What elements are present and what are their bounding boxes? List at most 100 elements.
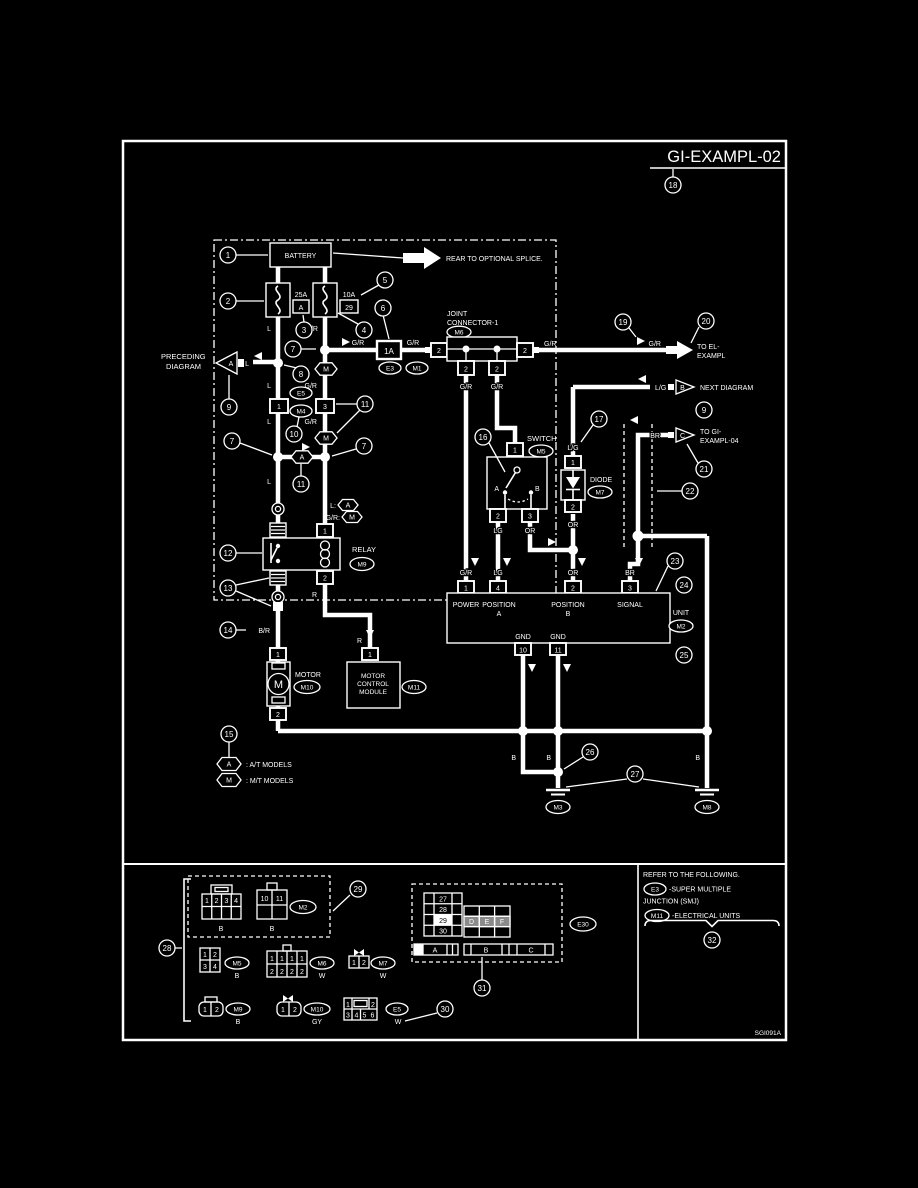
connector-oval-m10 (293, 679, 321, 695)
connector-ref: E5 (393, 1007, 401, 1014)
callout-number: 11 (361, 400, 370, 409)
big-right-arrow (403, 247, 441, 269)
wire-color: LG (493, 570, 502, 577)
splice (632, 530, 644, 542)
connector-ref: M10 (311, 1007, 324, 1014)
switch-contact-b (528, 490, 534, 495)
wire-color: L (267, 419, 271, 426)
connector-oval-e5 (385, 1002, 409, 1016)
motor-label: MOTOR (295, 672, 321, 679)
hexagon-letter: A (346, 503, 351, 510)
callout-circle (581, 743, 599, 761)
connector-oval-m7 (370, 956, 396, 970)
hatch-lines (271, 573, 285, 583)
callout-number: 24 (680, 581, 689, 590)
smj-strip-dividers (422, 944, 454, 955)
switch-pin2-box (489, 508, 507, 523)
pin-number: 1 (571, 460, 575, 467)
connector-grid (202, 894, 241, 919)
smj-strip-highlight (414, 944, 423, 955)
triangle-stub (668, 432, 674, 438)
callout-number: 2 (226, 297, 231, 306)
triangle-connector-a (214, 350, 238, 376)
cavity-number: 2 (215, 1007, 219, 1014)
switch-label: SWITCH (527, 434, 557, 443)
wire-color: G/R (460, 384, 472, 391)
wire-gnd10 (520, 655, 558, 775)
unit-pin-label: POSITION (551, 602, 584, 609)
diode-pin1-box (564, 455, 582, 469)
splice (702, 726, 712, 736)
callout-circle (220, 725, 238, 743)
callout-number: 30 (441, 1005, 450, 1014)
callout-circle (474, 428, 492, 446)
motor-m: M (274, 679, 283, 691)
callout-circle (374, 299, 392, 317)
connector-oval-e5 (289, 386, 313, 400)
wire-color: G/R (407, 340, 419, 347)
callout-circle (695, 401, 713, 419)
callout-circle (284, 340, 302, 358)
connector-slot (353, 999, 368, 1008)
inline-connector-symbol (271, 502, 285, 516)
connector-grid (344, 998, 377, 1020)
wire-color: L/G (655, 385, 666, 392)
callout-circle (626, 765, 644, 783)
callout-circle (666, 552, 684, 570)
triangle-letter: B (680, 385, 685, 392)
fuse-id: A (299, 305, 304, 312)
callout-circle (285, 425, 303, 443)
smj-zone: C (528, 948, 533, 955)
joint-pin-box (457, 360, 475, 376)
relay-contact (275, 558, 281, 564)
callout-circle (614, 313, 632, 331)
splice (568, 545, 578, 555)
unit-pin-label: SIGNAL (617, 602, 643, 609)
connector-tab-slot (214, 886, 229, 893)
callout-circle (292, 475, 310, 493)
cavity-number: 1 (270, 956, 274, 963)
splices (273, 345, 712, 777)
wire-color: OR (568, 522, 579, 529)
arrow-down (471, 558, 479, 566)
pin-number: 2 (323, 576, 327, 583)
connector-color: GY (312, 1019, 322, 1026)
callout-number: 16 (479, 433, 488, 442)
relay-blade (270, 547, 278, 561)
connector-tab (266, 882, 278, 891)
callout-number: 12 (224, 549, 233, 558)
fusible-link-symbol (275, 285, 281, 315)
flow-arrows (254, 337, 646, 672)
callout-number: 9 (702, 406, 707, 415)
callout-circle (219, 579, 237, 597)
joint-stub (533, 347, 539, 353)
connector-color: B (219, 926, 224, 933)
unit-pin-label: A (497, 611, 502, 618)
switch-box (486, 456, 548, 510)
switch-blade (505, 472, 517, 489)
callout-number: 5 (383, 276, 388, 285)
connector-clip (283, 995, 293, 1002)
joint-label: JOINT (447, 311, 468, 318)
connector-ref: M4 (296, 409, 305, 416)
legend-hexagon-a (216, 756, 242, 772)
smj-zone: D (469, 919, 474, 926)
triangle-letter: C (680, 433, 685, 440)
callout-circle (295, 321, 313, 339)
hexagon-letter: M (349, 515, 355, 522)
refer-brace (644, 919, 780, 928)
unit-pin-label: POWER (453, 602, 479, 609)
splice (320, 345, 330, 355)
joint-stub (425, 347, 431, 353)
to-gi-label: EXAMPL-04 (700, 438, 739, 445)
relay-coil (319, 557, 331, 568)
callout-circle (590, 410, 608, 428)
smj-strip-dividers (470, 944, 546, 955)
cavity-number: 4 (355, 1013, 359, 1020)
pin-number: 2 (523, 348, 527, 355)
smj-dashed-box (411, 883, 563, 963)
callout-circle (355, 321, 373, 339)
connector-oval-m10 (303, 1002, 331, 1016)
connector-pin-box (269, 398, 289, 414)
